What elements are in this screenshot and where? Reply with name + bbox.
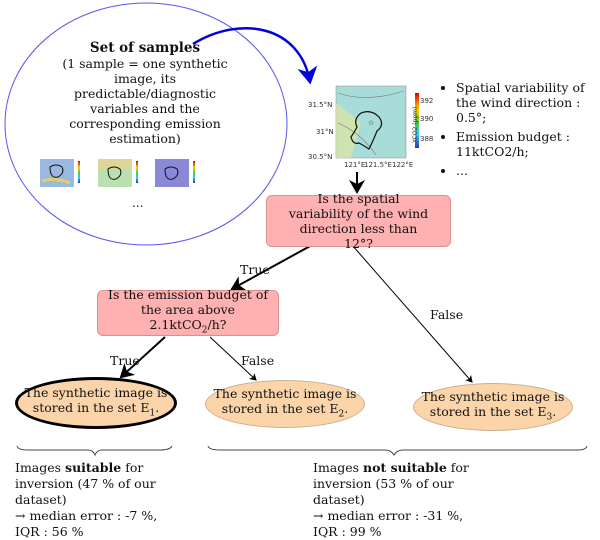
samples-set-text: Set of samples (1 sample = one synthetic… bbox=[45, 40, 245, 147]
leaf-e2-line1: The synthetic image is bbox=[213, 385, 357, 401]
colorbar-label: XCO2 (ppm) bbox=[412, 106, 419, 143]
edge-label-wind-true: True bbox=[240, 262, 270, 277]
summary-not-suitable-line1: Images not suitable for inversion (53 % … bbox=[313, 460, 469, 507]
example-map: ☆ 31.5°N 31°N 30.5°N 121°E 121.5°E 122°E… bbox=[306, 83, 436, 175]
leaf-set-e2: The synthetic image is stored in the set… bbox=[205, 380, 365, 428]
variable-wind: Spatial variability of the wind directio… bbox=[456, 80, 600, 125]
thumbnail-3 bbox=[155, 159, 195, 187]
samples-ellipsis: ... bbox=[132, 196, 144, 210]
edge-wind-false bbox=[351, 244, 473, 383]
edge-label-wind-false: False bbox=[430, 307, 464, 322]
decision-emission-budget: Is the emission budget of the area above… bbox=[97, 287, 279, 336]
leaf-e1-line2: stored in the set E1. bbox=[32, 399, 160, 419]
lon-tick-3: 122°E bbox=[392, 161, 414, 169]
colorbar-tick-1: 392 bbox=[420, 97, 434, 105]
blue-arrow bbox=[192, 26, 318, 85]
decision-wind-variability: Is the spatial variability of the wind d… bbox=[266, 191, 451, 251]
leaf-e3-line1: The synthetic image is bbox=[421, 388, 565, 404]
leaf-e1-line1: The synthetic image is bbox=[24, 384, 168, 400]
svg-text:☆: ☆ bbox=[368, 119, 374, 127]
samples-set-description: (1 sample = one synthetic image, its pre… bbox=[62, 56, 228, 146]
edge-label-budget-true: True bbox=[110, 353, 140, 368]
lat-tick-3: 30.5°N bbox=[308, 153, 333, 161]
decision-budget-text: Is the emission budget of the area above… bbox=[108, 287, 268, 336]
leaf-set-e1: The synthetic image is stored in the set… bbox=[15, 377, 177, 429]
city-boundary bbox=[350, 111, 383, 150]
colorbar-tick-3: 388 bbox=[420, 135, 434, 143]
summary-suitable-line1: Images suitable for inversion (47 % of o… bbox=[15, 460, 156, 507]
leaf-set-e3: The synthetic image is stored in the set… bbox=[413, 383, 573, 431]
edge-label-budget-false: False bbox=[241, 353, 275, 368]
variable-emission: Emission budget : 11ktCO2/h; bbox=[456, 129, 600, 159]
decision-wind-text: Is the spatial variability of the wind d… bbox=[288, 191, 429, 251]
sample-thumbnails bbox=[40, 159, 195, 187]
variable-more: ... bbox=[456, 163, 600, 178]
leaf-e3-line2: stored in the set E3. bbox=[429, 403, 557, 423]
samples-set-title: Set of samples bbox=[89, 40, 201, 56]
summary-not-suitable: Images not suitable for inversion (53 % … bbox=[313, 460, 488, 540]
summary-not-suitable-iqr: IQR : 99 % bbox=[313, 524, 382, 539]
thumbnail-1 bbox=[40, 159, 80, 187]
edge-budget-true bbox=[119, 336, 166, 379]
summary-suitable-iqr: IQR : 56 % bbox=[15, 524, 84, 539]
lat-tick-1: 31.5°N bbox=[308, 101, 333, 109]
brace-suitable bbox=[16, 445, 173, 457]
samples-circle bbox=[4, 2, 288, 246]
edge-wind-true bbox=[230, 244, 313, 291]
lon-tick-1: 121°E bbox=[344, 161, 366, 169]
sample-variables-list: Spatial variability of the wind directio… bbox=[440, 80, 600, 182]
leaf-e2-line2: stored in the set E2. bbox=[221, 400, 349, 420]
example-map-plot: ☆ bbox=[335, 85, 419, 159]
summary-suitable: Images suitable for inversion (47 % of o… bbox=[15, 460, 175, 540]
summary-suitable-median: → median error : -7 %, bbox=[15, 508, 158, 523]
edge-budget-false bbox=[209, 336, 257, 381]
brace-not-suitable bbox=[207, 445, 588, 456]
summary-not-suitable-median: → median error : -31 %, bbox=[313, 508, 464, 523]
lat-tick-2: 31°N bbox=[316, 128, 334, 136]
colorbar-tick-2: 390 bbox=[420, 115, 434, 123]
lon-tick-2: 121.5°E bbox=[364, 161, 392, 169]
thumbnail-2 bbox=[98, 159, 138, 187]
colorbar bbox=[415, 93, 419, 148]
diagram-connectors bbox=[4, 2, 588, 457]
